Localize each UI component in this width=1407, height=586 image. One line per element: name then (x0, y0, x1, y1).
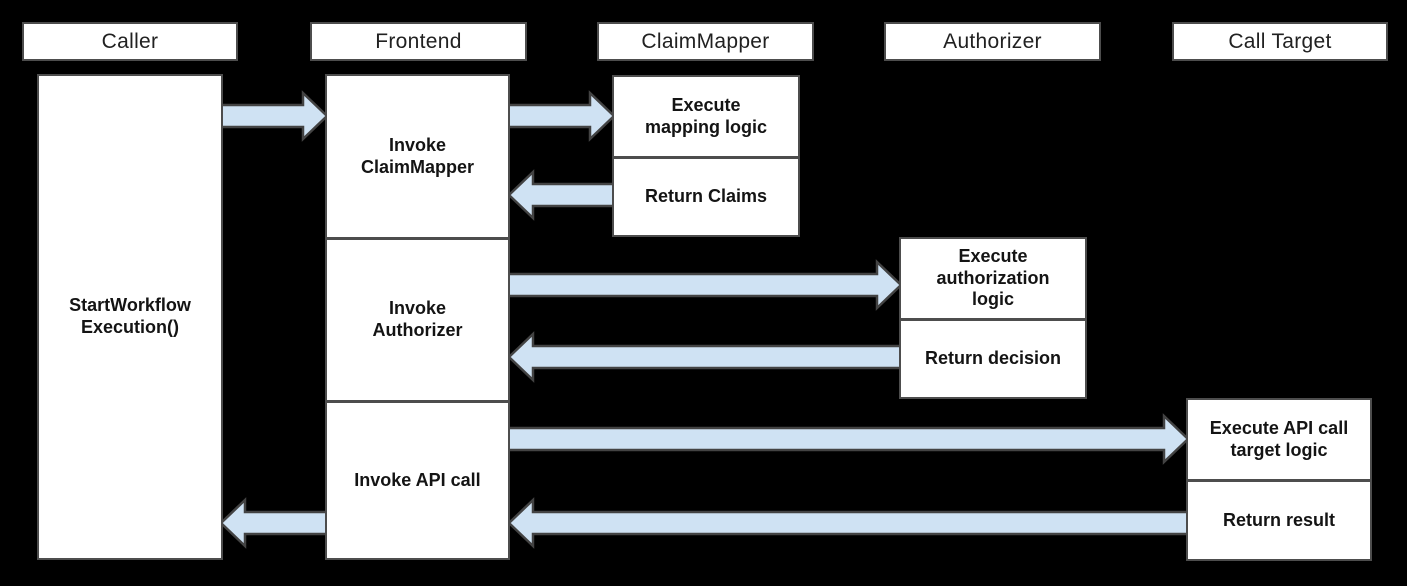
box-execute-authorization-logic: Execute authorization logic (901, 239, 1085, 318)
frontend-activity-column: Invoke ClaimMapper Invoke Authorizer Inv… (325, 74, 510, 560)
return-result-label: Return result (1222, 509, 1336, 530)
lane-header-frontend: Frontend (310, 22, 527, 61)
box-invoke-authorizer: Invoke Authorizer (327, 237, 508, 400)
authorizer-activity-column: Execute authorization logic Return decis… (899, 237, 1087, 399)
box-return-result: Return result (1188, 479, 1370, 559)
call-target-activity-column: Execute API call target logic Return res… (1186, 398, 1372, 561)
box-start-workflow-execution: StartWorkflow Execution() (37, 74, 223, 560)
lane-header-claimmapper: ClaimMapper (597, 22, 814, 61)
execute-mapping-logic-label: Execute mapping logic (644, 94, 767, 137)
box-execute-api-call-target-logic: Execute API call target logic (1188, 400, 1370, 479)
lane-header-call-target: Call Target (1172, 22, 1388, 61)
execute-authorization-logic-label: Execute authorization logic (936, 245, 1050, 310)
lane-header-authorizer: Authorizer (884, 22, 1101, 61)
arrow-frontend-to-authorizer (503, 259, 903, 311)
arrow-frontend-to-claimmapper (503, 90, 616, 142)
box-execute-mapping-logic: Execute mapping logic (614, 77, 798, 156)
invoke-claimmapper-label: Invoke ClaimMapper (360, 134, 475, 177)
invoke-authorizer-label: Invoke Authorizer (372, 298, 463, 340)
arrow-claimmapper-to-frontend (507, 169, 619, 221)
start-workflow-cell: StartWorkflow Execution() (39, 76, 221, 558)
box-return-claims: Return Claims (614, 156, 798, 235)
arrow-calltarget-to-frontend (507, 497, 1193, 549)
invoke-api-call-label: Invoke API call (354, 469, 481, 490)
return-claims-label: Return Claims (644, 186, 768, 207)
execute-api-call-target-logic-label: Execute API call target logic (1209, 417, 1349, 460)
lane-header-caller-label: Caller (101, 29, 159, 53)
box-return-decision: Return decision (901, 318, 1085, 397)
arrow-caller-to-frontend (216, 90, 329, 142)
arrow-frontend-to-calltarget (503, 413, 1190, 465)
lane-header-call-target-label: Call Target (1228, 29, 1332, 53)
lane-header-authorizer-label: Authorizer (943, 29, 1042, 53)
lane-header-claimmapper-label: ClaimMapper (641, 29, 770, 53)
arrow-frontend-to-caller (219, 497, 332, 549)
box-invoke-claimmapper: Invoke ClaimMapper (327, 76, 508, 237)
arrow-authorizer-to-frontend (507, 331, 906, 383)
lane-header-frontend-label: Frontend (375, 29, 462, 53)
lane-header-caller: Caller (22, 22, 238, 61)
start-workflow-label: StartWorkflow Execution() (69, 295, 191, 337)
claimmapper-activity-column: Execute mapping logic Return Claims (612, 75, 800, 237)
box-invoke-api-call: Invoke API call (327, 400, 508, 558)
return-decision-label: Return decision (924, 348, 1062, 369)
